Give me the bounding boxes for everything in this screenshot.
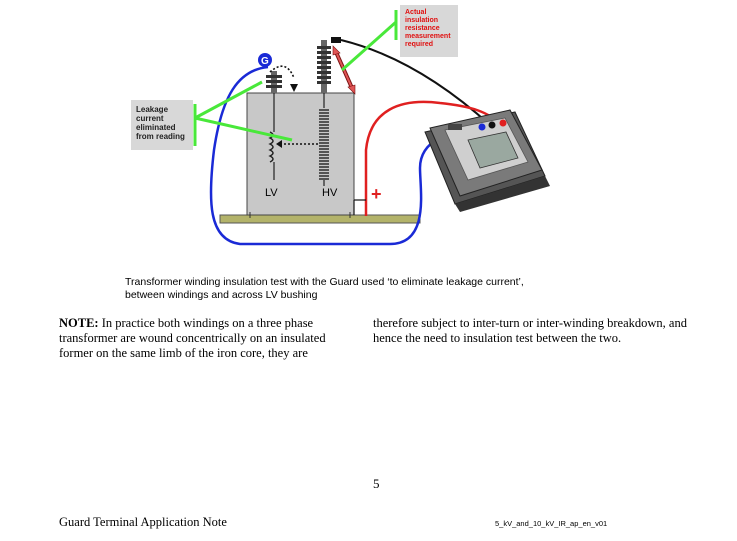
footer-title: Guard Terminal Application Note (59, 515, 227, 529)
guard-marker-letter: G (261, 56, 269, 67)
guard-dotted-link (269, 65, 295, 79)
callout-leakage-box (131, 100, 193, 150)
guard-marker (258, 53, 272, 67)
body-column-right: therefore subject to inter-turn or inter… (373, 316, 687, 345)
callout-actual-box (400, 5, 458, 57)
transformer-tank (246, 92, 355, 216)
note-label: NOTE: (59, 316, 99, 330)
lv-winding (268, 131, 274, 163)
terminal-positive (499, 119, 507, 127)
body-column-left: NOTE: In practice both windings on a thr… (59, 316, 359, 361)
figure-caption: Transformer winding insulation test with… (125, 276, 645, 302)
note-text-left: In practice both windings on a three pha… (59, 316, 326, 360)
callout-leakage-pointer-top (194, 80, 263, 120)
footer-doc-code: 5_kV_and_10_kV_IR_ap_en_v01 (495, 519, 608, 528)
positive-lead-red (364, 100, 501, 216)
caption-line-1: Transformer winding insulation test with… (125, 276, 524, 288)
hv-bushing (317, 37, 341, 93)
transformer-test-diagram: LV HV G + Actual insulation resistance m… (131, 5, 550, 246)
terminal-negative (488, 121, 496, 129)
terminal-guard (478, 123, 486, 131)
page-number: 5 (373, 476, 380, 491)
caption-line-2: between windings and across LV bushing (125, 289, 318, 301)
lv-label: LV (265, 187, 278, 199)
insulation-tester (424, 109, 550, 212)
callout-actual-pointer (341, 20, 397, 72)
callout-leakage-pointer-bottom (194, 116, 293, 142)
callout-leakage-text: Leakage current eliminated from reading (136, 105, 185, 141)
hv-winding (319, 109, 329, 180)
callout-actual-text: Actual insulation resistance measurement… (405, 9, 452, 48)
guard-lead-blue (209, 65, 483, 246)
lv-bushing (266, 71, 282, 93)
hv-label: HV (322, 187, 338, 199)
plus-sign: + (371, 184, 382, 204)
